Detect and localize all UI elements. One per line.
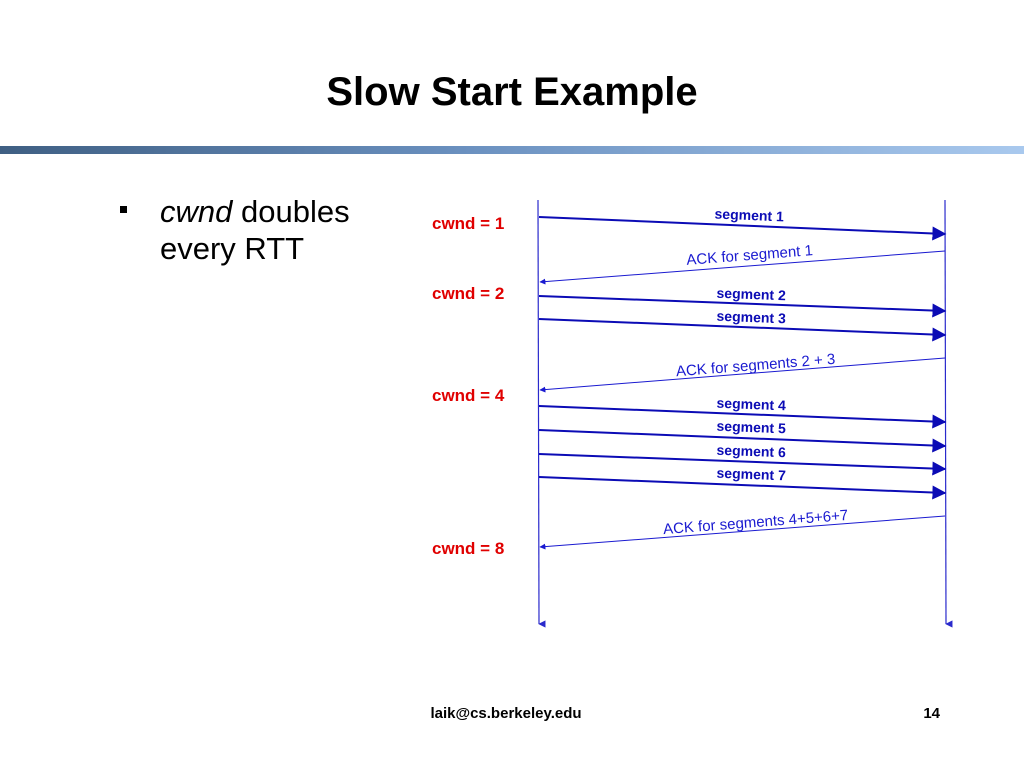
bullet-rest: doubles every RTT bbox=[160, 194, 350, 266]
footer-email: laik@cs.berkeley.edu bbox=[430, 705, 582, 722]
segment-arrow bbox=[538, 216, 947, 241]
segment-label: segment 2 bbox=[716, 285, 786, 304]
segment-arrow bbox=[538, 405, 947, 429]
cwnd-label: cwnd = 2 bbox=[432, 284, 504, 303]
receiver-timeline bbox=[944, 199, 953, 628]
cwnd-label: cwnd = 1 bbox=[432, 214, 504, 233]
ack-arrow bbox=[539, 515, 946, 550]
bullet-text: cwnd doubles every RTT bbox=[160, 193, 420, 267]
segment-arrow bbox=[538, 429, 947, 453]
segment-label: segment 6 bbox=[716, 442, 786, 461]
bullet-emphasis: cwnd bbox=[160, 194, 233, 229]
segment-label: segment 5 bbox=[716, 418, 786, 437]
segment-arrow bbox=[538, 318, 947, 342]
bullet-square-icon bbox=[120, 206, 127, 213]
segment-label: segment 1 bbox=[714, 206, 784, 225]
title-divider-bar bbox=[0, 146, 1024, 154]
ack-label: ACK for segments 4+5+6+7 bbox=[663, 507, 849, 538]
segment-arrow bbox=[538, 295, 947, 318]
segment-label: segment 3 bbox=[716, 308, 786, 327]
ack-arrow bbox=[539, 357, 946, 393]
slide-title: Slow Start Example bbox=[326, 70, 698, 114]
ack-label: ACK for segments 2 + 3 bbox=[675, 351, 836, 380]
segment-label: segment 7 bbox=[716, 465, 786, 484]
segment-label: segment 4 bbox=[716, 395, 786, 414]
page-number: 14 bbox=[923, 705, 940, 722]
sender-timeline bbox=[537, 199, 546, 628]
segment-arrow bbox=[538, 476, 947, 500]
cwnd-label: cwnd = 4 bbox=[432, 386, 505, 405]
segment-arrow bbox=[538, 453, 947, 476]
cwnd-label: cwnd = 8 bbox=[432, 539, 504, 558]
ack-label: ACK for segment 1 bbox=[686, 242, 814, 269]
ack-arrow bbox=[539, 250, 946, 285]
